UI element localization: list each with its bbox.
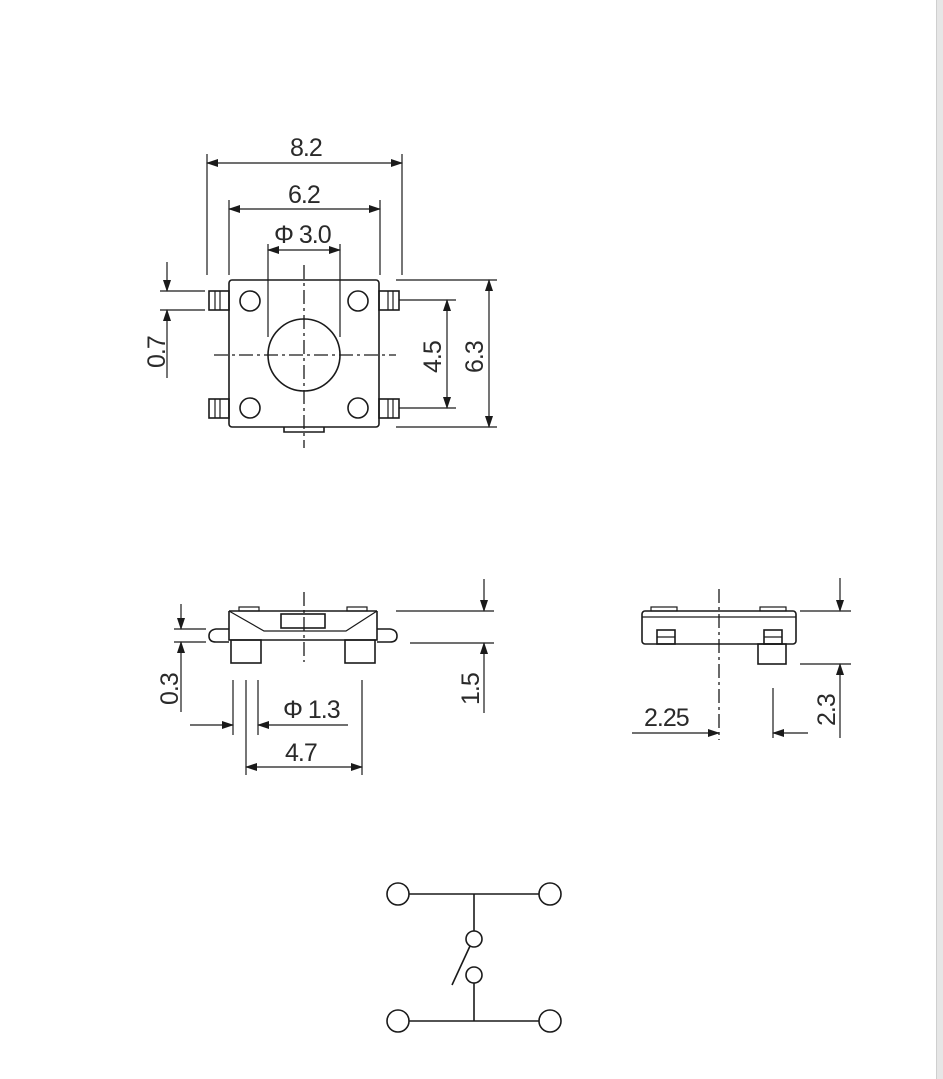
dim-front-actuator-diameter: Φ 1.3 bbox=[283, 696, 340, 724]
dim-base-width: 4.7 bbox=[285, 739, 317, 767]
corner-hole-tr bbox=[347, 290, 369, 312]
bottom-tab bbox=[283, 427, 325, 433]
switch-schematic bbox=[386, 882, 562, 1033]
front-actuator bbox=[280, 613, 326, 629]
contact-upper bbox=[465, 930, 483, 948]
side-foot bbox=[757, 643, 787, 665]
front-view: 0.3 Φ 1.3 4.7 1.5 bbox=[156, 579, 494, 775]
terminal-top-left bbox=[208, 290, 230, 311]
terminal-node-1 bbox=[386, 882, 410, 906]
side-view: 2.25 2.3 bbox=[632, 578, 851, 740]
dim-height-overall: 6.3 bbox=[461, 341, 489, 373]
terminal-node-4 bbox=[538, 1009, 562, 1033]
actuator-circle bbox=[267, 318, 341, 392]
top-view: 8.2 6.2 Φ 3.0 0.7 4.5 6.3 bbox=[143, 134, 497, 448]
corner-hole-tl bbox=[239, 290, 261, 312]
terminal-node-3 bbox=[386, 1009, 410, 1033]
terminal-top-right bbox=[378, 290, 400, 311]
terminal-bottom-left bbox=[208, 398, 230, 419]
dim-width-overall: 8.2 bbox=[290, 134, 322, 162]
foot-left bbox=[230, 639, 262, 664]
dim-terminal-width: 0.7 bbox=[143, 336, 171, 368]
dim-side-height: 2.3 bbox=[813, 694, 841, 726]
dim-standoff: 0.3 bbox=[156, 673, 184, 705]
foot-right bbox=[344, 639, 376, 664]
terminal-node-2 bbox=[538, 882, 562, 906]
dim-width-body: 6.2 bbox=[288, 181, 320, 209]
lead-right bbox=[377, 628, 398, 643]
terminal-bottom-right bbox=[378, 398, 400, 419]
dim-actuator-diameter: Φ 3.0 bbox=[274, 221, 331, 249]
dim-side-offset: 2.25 bbox=[644, 704, 689, 732]
dim-terminal-pitch: 4.5 bbox=[419, 341, 447, 373]
contact-lower bbox=[465, 966, 483, 984]
page-edge bbox=[936, 0, 943, 1079]
dim-front-height: 1.5 bbox=[457, 673, 485, 705]
lead-left bbox=[208, 628, 229, 643]
corner-hole-bl bbox=[239, 397, 261, 419]
front-body-outline bbox=[228, 611, 378, 641]
corner-hole-br bbox=[347, 397, 369, 419]
switch-blade bbox=[451, 945, 471, 986]
